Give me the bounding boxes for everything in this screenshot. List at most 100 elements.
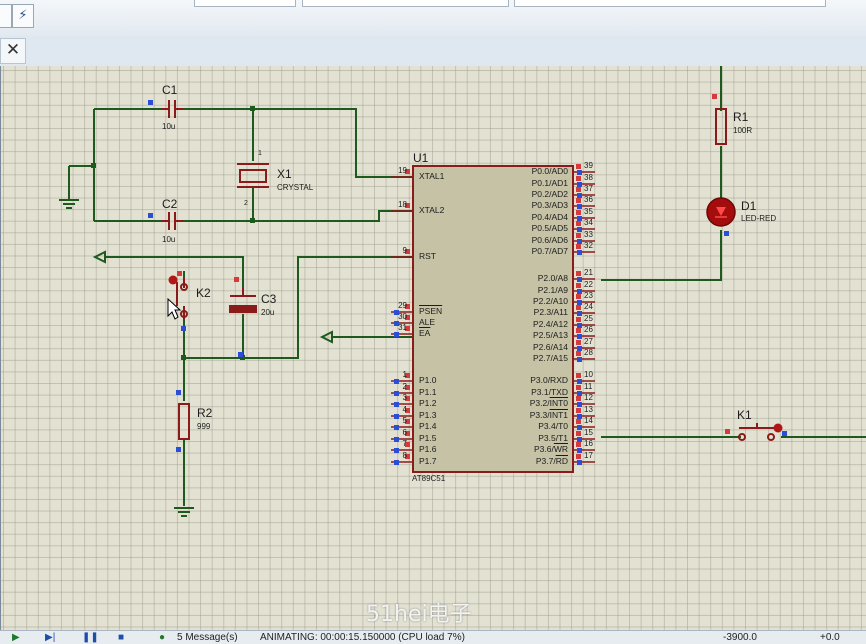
c1-value: 10u (162, 122, 176, 131)
u1-pin-stub (577, 182, 582, 187)
u1-pin-marker (576, 385, 581, 390)
resistor-r2 (178, 403, 190, 440)
u1-pin-name: P0.5/AD5 (531, 223, 568, 233)
u1-pin-stub (577, 437, 582, 442)
u1-pin-marker (576, 328, 581, 333)
schematic-canvas[interactable]: C1 10u C2 10u X1 CRYSTAL 1 2 U1 AT89C51 … (0, 66, 866, 630)
close-icon[interactable]: ✕ (0, 38, 26, 64)
u1-pin-stub (577, 277, 582, 282)
u1-pin-number: 19 (398, 166, 407, 175)
u1-pin-name: P3.3/INT1 (529, 410, 568, 420)
u1-pin-marker (405, 442, 410, 447)
u1-pin-stub (394, 448, 399, 453)
u1-pin-number: 15 (584, 428, 593, 437)
u1-pin-stub (577, 323, 582, 328)
u1-pin-stub (577, 391, 582, 396)
u1-pin-number: 31 (398, 323, 407, 332)
c1-ref: C1 (162, 83, 178, 97)
u1-pin-stub (577, 311, 582, 316)
u1-pin-number: 18 (398, 200, 407, 209)
u1-pin-name: P1.4 (419, 421, 437, 431)
u1-pin-marker (576, 210, 581, 215)
crystal-x1 (237, 163, 269, 188)
u1-pin-marker (405, 249, 410, 254)
u1-pin-stub (577, 414, 582, 419)
u1-pin-name: P1.1 (419, 387, 437, 397)
u1-pin-stub (577, 379, 582, 384)
u1-pin-number: 16 (584, 439, 593, 448)
u1-pin-name: XTAL1 (419, 171, 445, 181)
u1-pin-marker (405, 169, 410, 174)
u1-pin-marker (405, 304, 410, 309)
u1-pin-name: P3.1/TXD (531, 387, 568, 397)
u1-pin-marker (576, 294, 581, 299)
switch-k2 (176, 278, 188, 319)
play-button[interactable]: ▶ (12, 632, 20, 643)
u1-pin-name: P0.2/AD2 (531, 189, 568, 199)
u1-pin-name: XTAL2 (419, 205, 445, 215)
u1-pin-number: 27 (584, 337, 593, 346)
mouse-cursor (167, 297, 182, 320)
u1-pin-number: 3 (402, 393, 407, 402)
status-bar: ▶ ▶| ❚❚ ■ ● 5 Message(s) ANIMATING: 00:0… (0, 630, 866, 644)
u1-pin-name: P1.0 (419, 375, 437, 385)
u1-pin-number: 4 (402, 405, 407, 414)
u1-pin-name: P2.4/A12 (533, 319, 568, 329)
u1-pin-stub (577, 227, 582, 232)
u1-pin-name: P1.3 (419, 410, 437, 420)
coord-y: +0.0 (820, 632, 840, 643)
wires (68, 66, 866, 506)
u1-pin-name: P0.3/AD3 (531, 200, 568, 210)
u1-pin-marker (576, 244, 581, 249)
capacitor-c2 (161, 212, 183, 230)
u1-pin-marker (576, 419, 581, 424)
u1-pin-marker (576, 221, 581, 226)
junctions (91, 106, 255, 360)
u1-pin-marker (405, 419, 410, 424)
lightning-icon[interactable]: ⚡ (12, 4, 34, 28)
u1-pin-number: 24 (584, 302, 593, 311)
u1-pin-number: 12 (584, 393, 593, 402)
switch-k1 (738, 423, 775, 441)
u1-pin-stub (394, 414, 399, 419)
u1-pin-number: 9 (402, 246, 407, 255)
r1-ref: R1 (733, 110, 749, 124)
u1-pin-number: 37 (584, 184, 593, 193)
u1-pin-stub (577, 346, 582, 351)
stop-button[interactable]: ■ (118, 632, 125, 643)
toolbar-combo-3[interactable] (514, 0, 826, 7)
u1-pin-name: EA (419, 328, 431, 338)
k1-ref: K1 (737, 408, 752, 422)
c3-ref: C3 (261, 292, 277, 306)
u1-pin-name: PSEN (419, 306, 443, 316)
pause-button[interactable]: ❚❚ (82, 632, 99, 643)
u1-pin-name: P0.4/AD4 (531, 212, 568, 222)
u1-pin-marker (576, 431, 581, 436)
step-button[interactable]: ▶| (45, 632, 56, 643)
toolbar-combo-2[interactable] (302, 0, 509, 7)
u1-pin-marker (576, 396, 581, 401)
u1-pin-marker (576, 454, 581, 459)
u1-pin-marker (576, 283, 581, 288)
d1-ref: D1 (741, 199, 757, 213)
resistor-r1 (715, 108, 727, 145)
u1-pin-number: 11 (584, 382, 593, 391)
u1-pin-stub (577, 193, 582, 198)
u1-pin-name: ALE (419, 317, 436, 327)
toolbar-button-left[interactable] (0, 4, 12, 28)
u1-pin-marker (405, 454, 410, 459)
x1-pin2: 2 (244, 200, 248, 207)
u1-pin-name: P3.4/T0 (538, 421, 568, 431)
animation-status: ANIMATING: 00:00:15.150000 (CPU load 7%) (260, 632, 465, 643)
u1-pin-marker (405, 396, 410, 401)
u1-pin-stub (577, 357, 582, 362)
messages-link[interactable]: 5 Message(s) (177, 632, 238, 643)
u1-pin-stub (577, 204, 582, 209)
k2-indicator (168, 275, 178, 285)
toolbar-combo-1[interactable] (194, 0, 296, 7)
tab-bar: ✕ (0, 36, 866, 66)
schematic-drawing (59, 66, 866, 517)
u1-pin-name: P0.1/AD1 (531, 178, 568, 188)
r1-value: 100R (733, 126, 753, 135)
u1-pin-name: P3.0/RXD (530, 375, 568, 385)
